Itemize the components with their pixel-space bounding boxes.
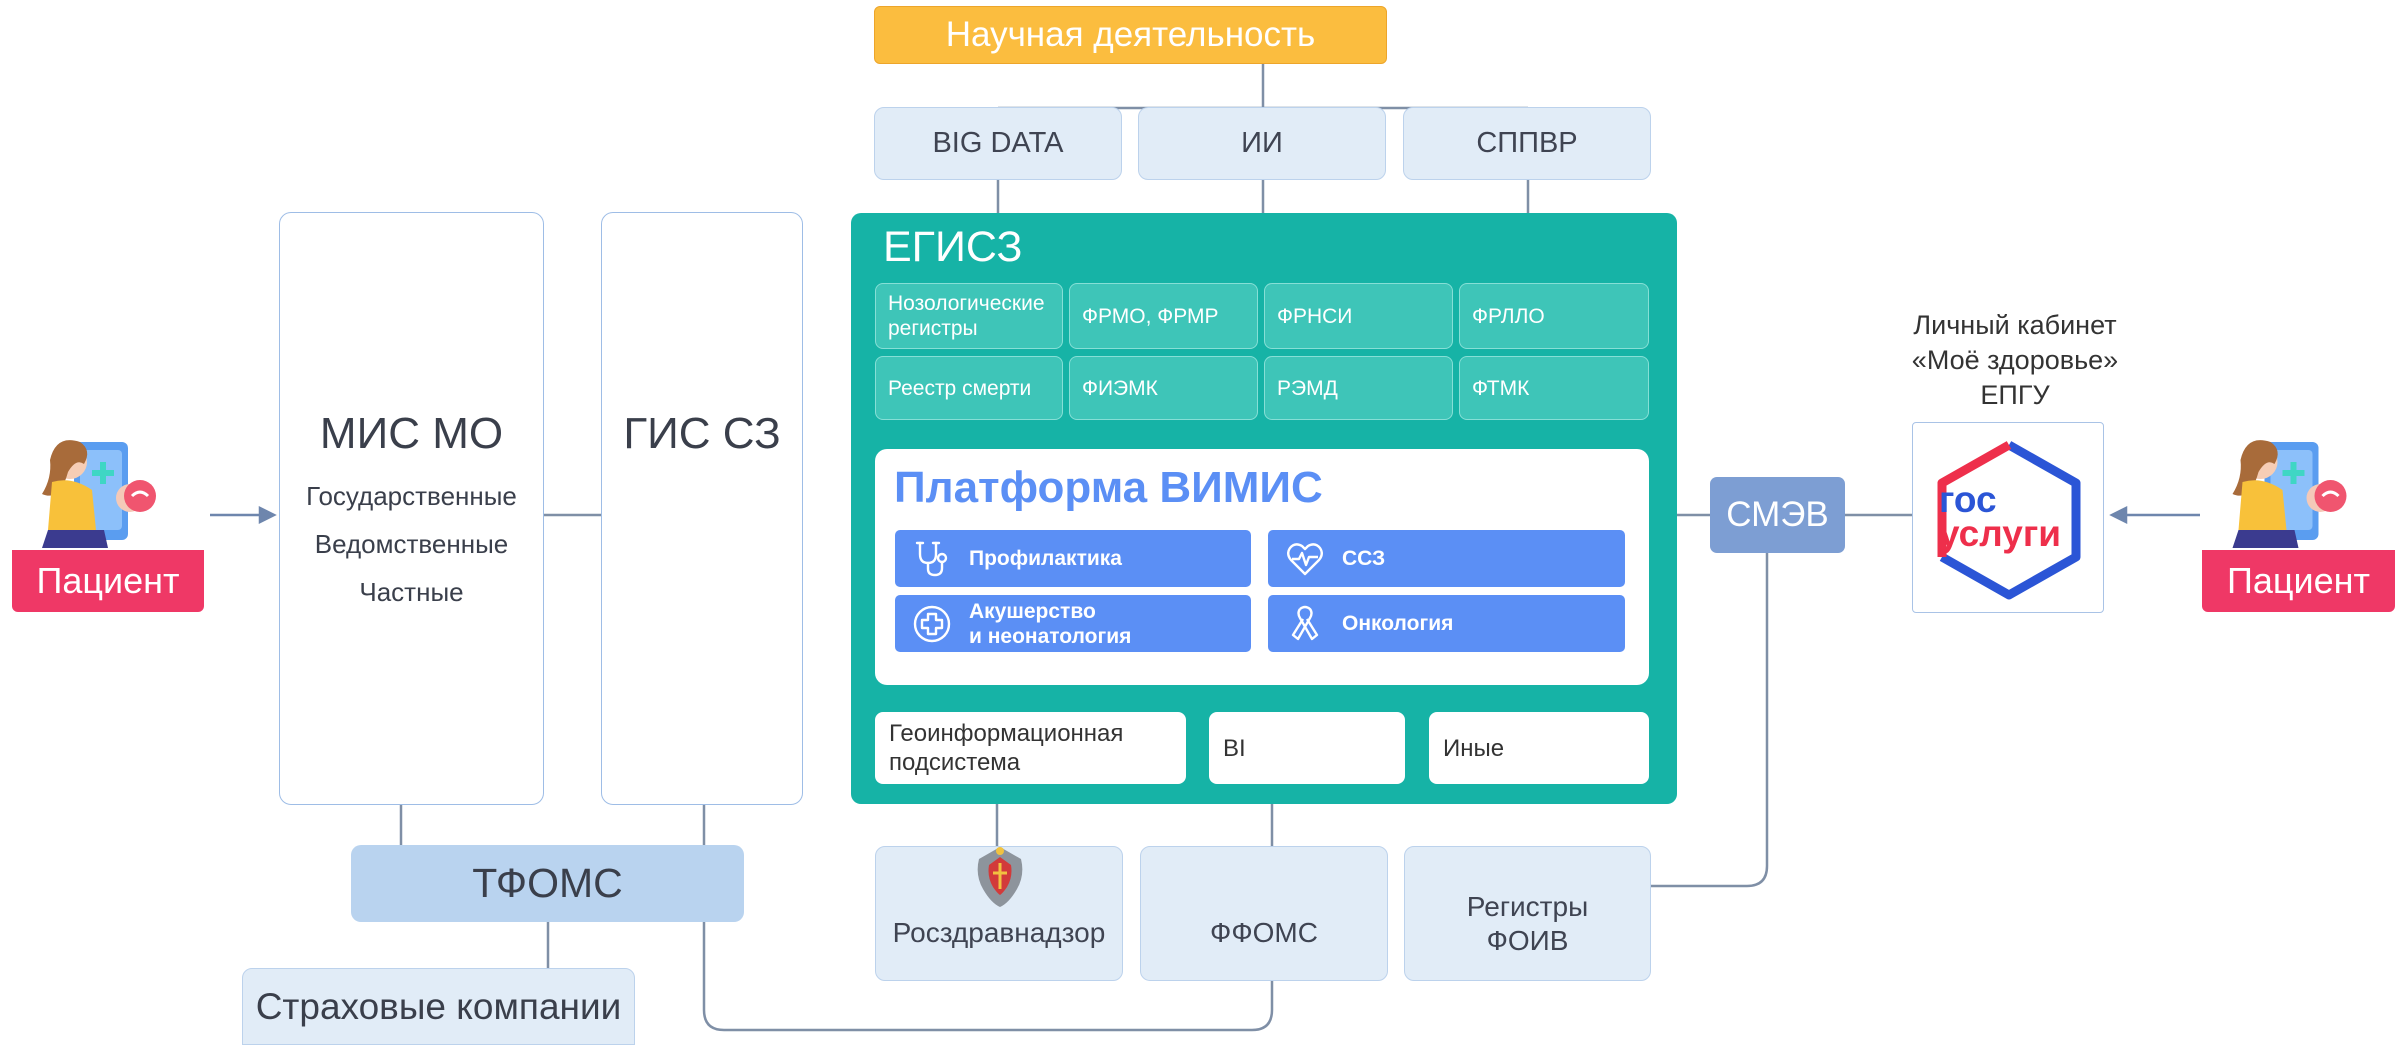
- mis-mo-box: МИС МО Государственные Ведомственные Час…: [279, 212, 544, 805]
- register-tile: ФРЛЛО: [1459, 283, 1649, 349]
- gosuslugi-logo-top: гос: [1939, 479, 1997, 520]
- vimis-title: Платформа ВИМИС: [894, 463, 1323, 512]
- egisz-block: ЕГИСЗ Нозологические регистры ФРМО, ФРМР…: [851, 213, 1677, 804]
- vimis-module-obstetrics[interactable]: Акушерство и неонатология: [895, 595, 1251, 652]
- vimis-module-label: Онкология: [1342, 612, 1454, 635]
- stethoscope-icon: [907, 534, 957, 584]
- patient-illustration: [2232, 440, 2347, 548]
- gosuslugi-logo-bottom: услуги: [1939, 513, 2061, 554]
- awareness-ribbon-icon: [1280, 599, 1330, 649]
- roszdravnadzor-label: Росздравнадзор: [892, 917, 1106, 948]
- egisz-title: ЕГИСЗ: [883, 223, 1023, 271]
- tfoms-box: ТФОМС: [351, 845, 744, 922]
- subsystem-other: Иные: [1429, 712, 1649, 784]
- ai-box: ИИ: [1138, 107, 1386, 180]
- subsystem-geo: Геоинформационная подсистема: [875, 712, 1186, 784]
- coat-of-arms-icon: [977, 847, 1023, 907]
- smev-box: СМЭВ: [1710, 477, 1845, 553]
- insurance-box: Страховые компании: [242, 968, 635, 1045]
- insurance-label: Страховые компании: [255, 985, 622, 1027]
- roszdravnadzor-box: Росздравнадзор: [875, 846, 1123, 981]
- register-tile: ФРНСИ: [1264, 283, 1453, 349]
- register-tile: ФТМК: [1459, 356, 1649, 420]
- vimis-module-label: Профилактика: [969, 547, 1122, 570]
- science-box: Научная деятельность: [874, 6, 1387, 64]
- foiv-registers-label: Регистры ФОИВ: [1466, 890, 1589, 956]
- ffoms-label: ФФОМС: [1210, 917, 1318, 948]
- register-tile: ФИЭМК: [1069, 356, 1258, 420]
- patient-illustration: [42, 440, 156, 548]
- portal-caption: Личный кабинет «Моё здоровье» ЕПГУ: [1911, 310, 2119, 410]
- medical-cross-icon: [907, 599, 957, 649]
- vimis-module-cardio[interactable]: ССЗ: [1268, 530, 1625, 587]
- register-tile: РЭМД: [1264, 356, 1453, 420]
- foiv-registers-box: Регистры ФОИВ: [1404, 846, 1651, 981]
- smev-label: СМЭВ: [1726, 495, 1829, 534]
- gis-sz-title: ГИС СЗ: [623, 409, 781, 458]
- patient-card-right: Пациент: [2202, 420, 2395, 612]
- vimis-module-prophylaxis[interactable]: Профилактика: [895, 530, 1251, 587]
- gosuslugi-logo[interactable]: гос услуги: [1912, 422, 2104, 613]
- mis-mo-item: Ведомственные: [314, 529, 509, 559]
- patient-label: Пациент: [2202, 550, 2395, 612]
- ai-label: ИИ: [1241, 127, 1283, 159]
- register-tile: Реестр смерти: [875, 356, 1063, 420]
- subsystem-bi: BI: [1209, 712, 1405, 784]
- sppvr-box: СППВР: [1403, 107, 1651, 180]
- gis-sz-box: ГИС СЗ: [601, 212, 803, 805]
- patient-card-left: Пациент: [12, 420, 204, 612]
- vimis-module-label: Акушерство и неонатология: [969, 599, 1132, 648]
- vimis-module-label: ССЗ: [1342, 547, 1386, 570]
- science-label: Научная деятельность: [945, 15, 1316, 54]
- mis-mo-item: Частные: [359, 577, 464, 607]
- sppvr-label: СППВР: [1476, 127, 1578, 159]
- mis-mo-item: Государственные: [306, 481, 517, 511]
- ffoms-box: ФФОМС: [1140, 846, 1388, 981]
- register-tile: ФРМО, ФРМР: [1069, 283, 1258, 349]
- big-data-label: BIG DATA: [932, 127, 1064, 159]
- gosuslugi-hexagon-icon: [1937, 441, 2081, 600]
- vimis-panel: Платформа ВИМИС Профилактика ССЗ: [875, 449, 1649, 685]
- vimis-module-oncology[interactable]: Онкология: [1268, 595, 1625, 652]
- register-tile: Нозологические регистры: [875, 283, 1063, 349]
- tfoms-label: ТФОМС: [472, 860, 623, 906]
- patient-label: Пациент: [12, 550, 204, 612]
- mis-mo-title: МИС МО: [319, 409, 504, 458]
- heart-pulse-icon: [1280, 534, 1330, 584]
- big-data-box: BIG DATA: [874, 107, 1122, 180]
